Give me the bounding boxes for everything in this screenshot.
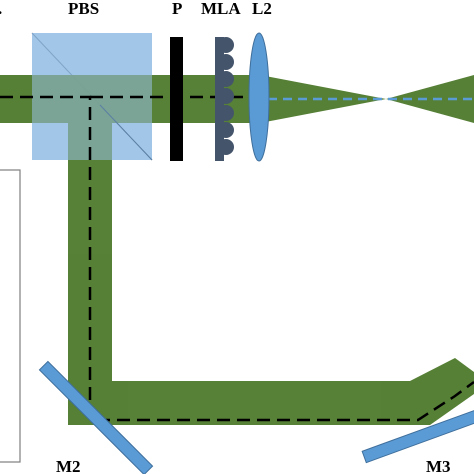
label-m3: M3 xyxy=(426,457,451,474)
lens-l2 xyxy=(248,32,270,162)
beam-converging-cone xyxy=(260,75,386,123)
label-m2: M2 xyxy=(56,457,81,474)
polarizer xyxy=(170,37,183,161)
mirror-m3 xyxy=(361,402,474,464)
label-l2: L2 xyxy=(252,0,272,18)
label-p: P xyxy=(172,0,182,18)
micro-lens-array xyxy=(215,37,234,161)
beam-rising-segment xyxy=(410,358,474,425)
label-fragment-left: . xyxy=(0,0,2,18)
beam-bottom-segment xyxy=(68,381,420,425)
label-pbs: PBS xyxy=(68,0,99,18)
label-mla: MLA xyxy=(201,0,241,18)
camera-frame xyxy=(0,169,21,463)
beam-diverging-cone xyxy=(386,75,474,123)
mirror-m2 xyxy=(38,360,154,474)
